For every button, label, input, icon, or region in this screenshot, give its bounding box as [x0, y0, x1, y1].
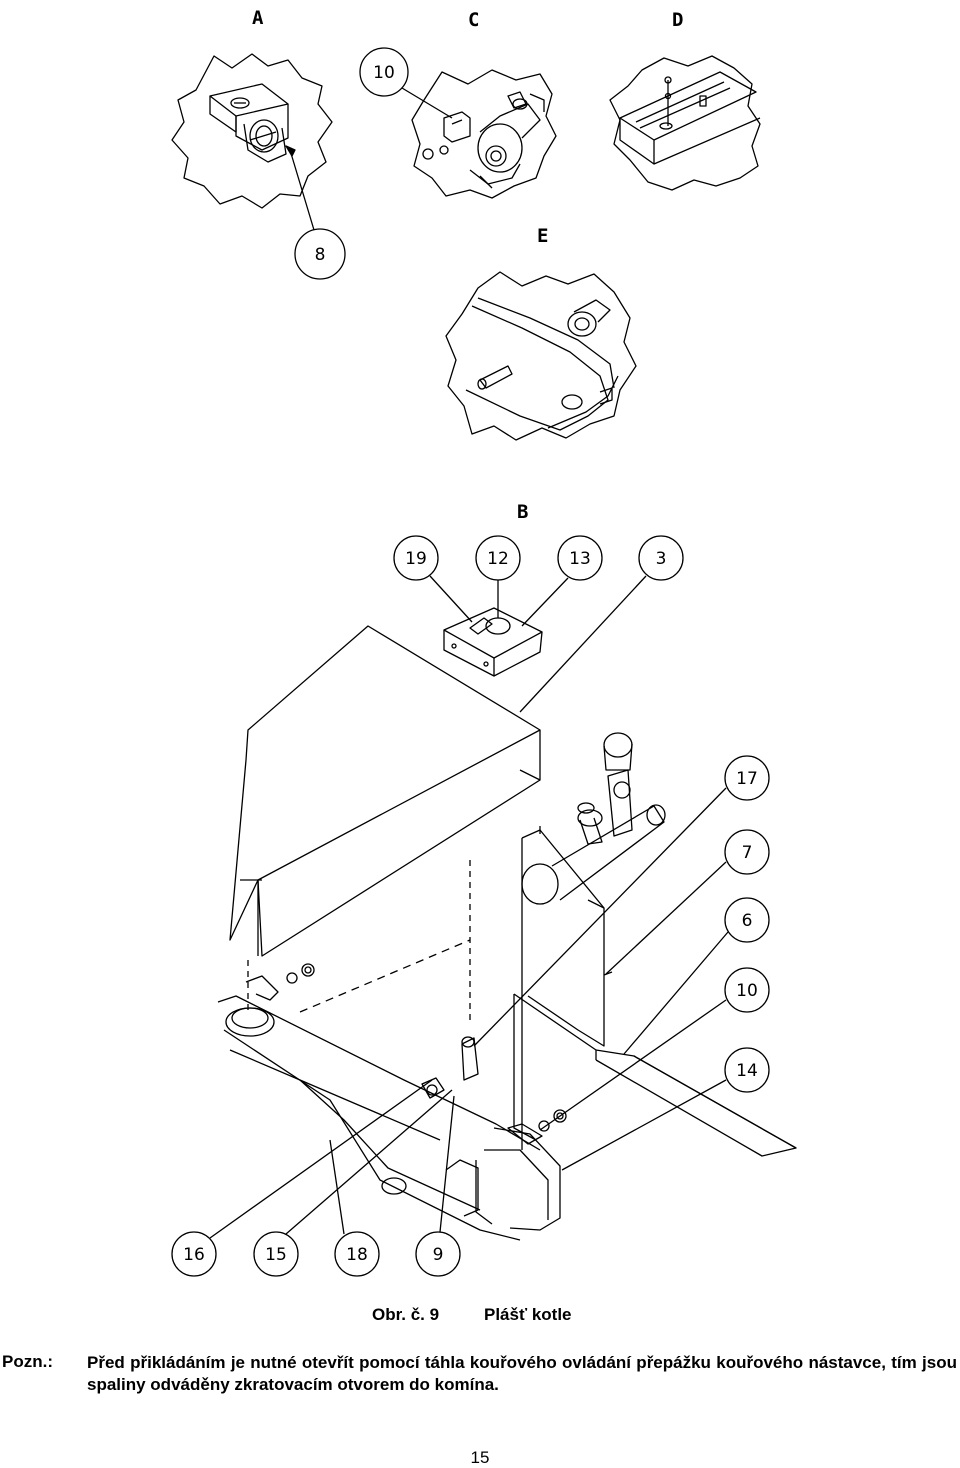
callout-6: 6 [623, 897, 770, 1055]
callout-9: 9 [415, 1095, 461, 1277]
main-assembly: B [217, 501, 797, 1241]
detail-c-outline [411, 69, 557, 199]
callout-12: 12 [475, 535, 521, 606]
svg-text:13: 13 [569, 549, 591, 569]
callout-3: 3 [519, 535, 684, 713]
detail-e: E [445, 225, 637, 441]
boiler-casing-exploded-drawing: A C D [171, 7, 797, 1277]
callout-19: 19 [393, 535, 473, 623]
svg-text:19: 19 [405, 549, 427, 569]
detail-a-outline [171, 53, 333, 209]
svg-text:12: 12 [487, 549, 509, 569]
callout-13: 13 [521, 535, 603, 627]
svg-text:14: 14 [736, 1061, 758, 1081]
callout-16: 16 [171, 1079, 433, 1277]
svg-text:18: 18 [346, 1245, 368, 1265]
callout-18: 18 [329, 1139, 380, 1277]
detail-letter-a: A [252, 7, 264, 29]
detail-d-outline [609, 55, 761, 191]
detail-e-outline [445, 271, 637, 441]
detail-d: D [609, 9, 761, 191]
figure-title: Plášť kotle [484, 1305, 572, 1324]
svg-text:10: 10 [373, 63, 395, 83]
svg-text:15: 15 [265, 1245, 287, 1265]
svg-text:3: 3 [656, 549, 667, 569]
callout-10-bottom: 10 [539, 967, 770, 1131]
svg-text:8: 8 [315, 245, 326, 265]
detail-a: A [171, 7, 333, 209]
detail-letter-e: E [537, 225, 548, 247]
svg-text:17: 17 [736, 769, 758, 789]
callout-8: 8 [285, 145, 346, 280]
detail-c: C [411, 9, 557, 199]
svg-text:6: 6 [742, 911, 753, 931]
svg-text:16: 16 [183, 1245, 205, 1265]
detail-letter-d: D [672, 9, 683, 31]
svg-text:7: 7 [742, 843, 753, 863]
callout-14: 14 [561, 1047, 770, 1171]
figure-number: Obr. č. 9 [372, 1305, 440, 1324]
page-number: 15 [470, 1448, 490, 1467]
callout-10-top: 10 [359, 47, 453, 119]
callout-7: 7 [605, 829, 770, 975]
svg-text:9: 9 [433, 1245, 444, 1265]
callout-17: 17 [473, 755, 770, 1047]
detail-letter-b: B [517, 501, 528, 523]
detail-letter-c: C [468, 9, 479, 31]
callout-15: 15 [253, 1089, 453, 1277]
svg-text:10: 10 [736, 981, 758, 1001]
note-text: Před přikládáním je nutné otevřít pomocí… [87, 1353, 957, 1394]
note-label: Pozn.: [2, 1352, 53, 1371]
